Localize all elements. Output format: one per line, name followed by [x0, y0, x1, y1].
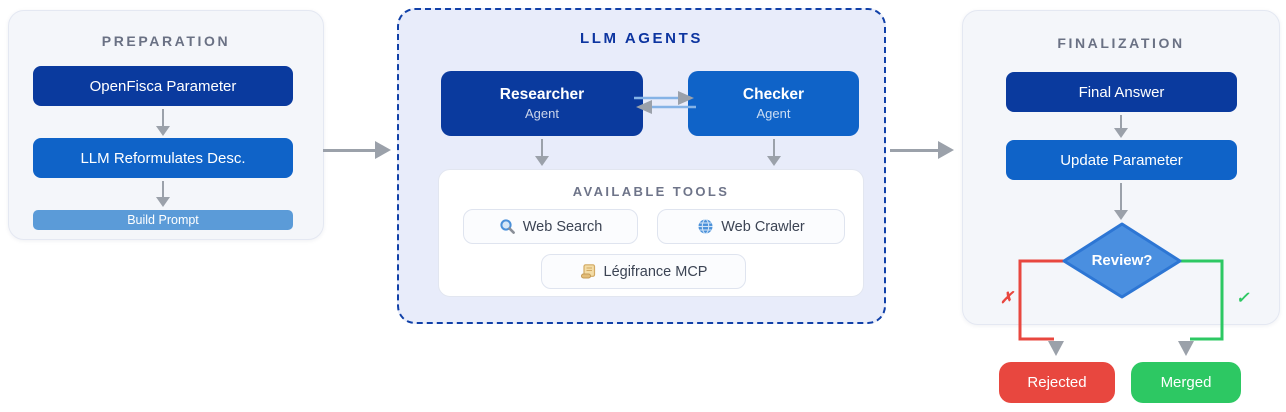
- openfisca-parameter-node: OpenFisca Parameter: [33, 66, 293, 106]
- llm-reformulates-node: LLM Reformulates Desc.: [33, 138, 293, 178]
- arrow-right-icon: [323, 141, 391, 159]
- tool-web-crawler: Web Crawler: [657, 209, 845, 244]
- tool-legifrance-mcp: Légifrance MCP: [541, 254, 746, 289]
- arrow-down-icon: [1113, 115, 1129, 138]
- merged-node: Merged: [1131, 362, 1241, 403]
- available-tools-title: AVAILABLE TOOLS: [572, 184, 730, 199]
- update-parameter-node: Update Parameter: [1006, 140, 1237, 180]
- scroll-icon: [580, 263, 597, 280]
- checker-name: Checker: [742, 86, 805, 103]
- bidirectional-arrows-icon: [634, 91, 696, 114]
- arrow-down-icon: [766, 139, 782, 166]
- arrow-down-icon: [534, 139, 550, 166]
- tool-label: Web Search: [522, 218, 603, 235]
- arrow-down-icon: [155, 181, 171, 207]
- researcher-agent-node: Researcher Agent: [441, 71, 643, 136]
- tool-web-search: Web Search: [463, 209, 638, 244]
- final-answer-node: Final Answer: [1006, 72, 1237, 112]
- arrow-down-icon: [1113, 183, 1129, 220]
- llm-agents-title: LLM AGENTS: [580, 30, 703, 47]
- merge-check-icon: ✓: [1236, 290, 1250, 307]
- checker-agent-node: Checker Agent: [688, 71, 859, 136]
- arrow-down-icon: [155, 109, 171, 136]
- globe-icon: [697, 218, 714, 235]
- checker-subtitle: Agent: [756, 106, 791, 121]
- finalization-title: FINALIZATION: [1057, 35, 1185, 51]
- researcher-name: Researcher: [499, 86, 585, 103]
- reject-cross-icon: ✗: [1000, 290, 1014, 307]
- tool-label: Légifrance MCP: [603, 263, 708, 280]
- tool-label: Web Crawler: [721, 218, 805, 235]
- researcher-subtitle: Agent: [525, 106, 559, 121]
- arrow-right-icon: [890, 141, 954, 159]
- review-label: Review?: [1091, 252, 1153, 269]
- preparation-title: PREPARATION: [101, 33, 231, 49]
- rejected-node: Rejected: [999, 362, 1115, 403]
- magnifier-icon: [499, 218, 516, 235]
- build-prompt-node: Build Prompt: [33, 210, 293, 230]
- decision-branch-lines: [1018, 259, 1224, 356]
- review-diamond: [1062, 222, 1182, 299]
